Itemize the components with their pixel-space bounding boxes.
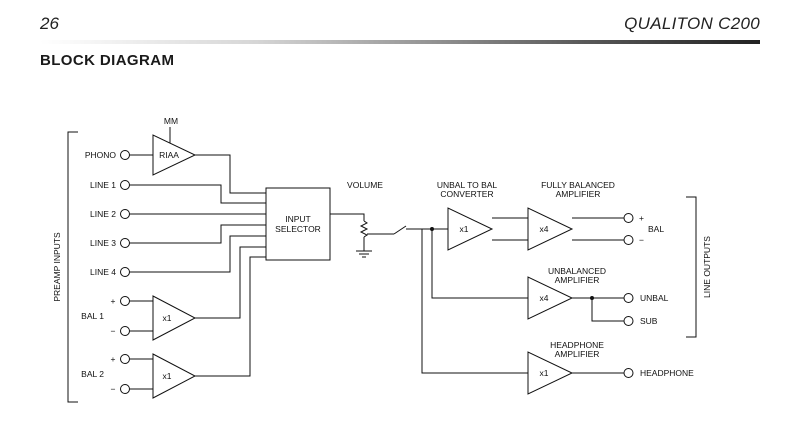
- bal-minus-out-jack: [623, 235, 634, 245]
- unbalanced-title-1: UNBALANCED: [548, 266, 606, 276]
- fully-balanced-title-2: AMPLIFIER: [556, 189, 601, 199]
- headphone-out-label: HEADPHONE: [640, 368, 694, 378]
- unbal-to-bal-title-2: CONVERTER: [440, 189, 493, 199]
- unbalanced-gain-label: x4: [540, 293, 549, 303]
- bal2-amp-label: x1: [163, 371, 172, 381]
- sub-out-jack: [623, 316, 634, 326]
- unbal-to-bal-converter: [447, 207, 494, 251]
- bal2-minus-label: −: [111, 384, 116, 394]
- bal2-label: BAL 2: [81, 369, 104, 379]
- line2-jack: [120, 209, 130, 219]
- fully-balanced-gain-label: x4: [540, 224, 549, 234]
- fully-balanced-amplifier: [527, 207, 574, 251]
- bal-plus-out-jack: [623, 213, 634, 223]
- mm-label: MM: [164, 116, 178, 126]
- bal-out-minus-label: −: [639, 235, 644, 245]
- phono-label: PHONO: [85, 150, 117, 160]
- bal2-plus-label: +: [111, 354, 116, 364]
- fully-balanced-title-1: FULLY BALANCED: [541, 180, 615, 190]
- headphone-out-jack: [623, 368, 634, 378]
- line-outputs-bracket: [686, 196, 697, 338]
- line3-label: LINE 3: [90, 238, 116, 248]
- bal-out-label: BAL: [648, 224, 664, 234]
- bal1-amplifier: [152, 295, 197, 341]
- line4-label: LINE 4: [90, 267, 116, 277]
- unbalanced-amplifier: [527, 276, 574, 320]
- volume-potentiometer: [359, 220, 369, 238]
- section-title: BLOCK DIAGRAM: [40, 52, 175, 69]
- bal2-amplifier: [152, 353, 197, 399]
- headphone-amplifier: [527, 351, 574, 395]
- preamp-inputs-bracket: [67, 131, 78, 403]
- line1-jack: [120, 180, 130, 190]
- unbalanced-title-2: AMPLIFIER: [555, 275, 600, 285]
- line-outputs-label: LINE OUTPUTS: [702, 236, 712, 298]
- riaa-label: RIAA: [159, 150, 179, 160]
- bal1-plus-label: +: [111, 296, 116, 306]
- header-rule: [40, 40, 760, 44]
- bal1-plus-jack: [120, 296, 130, 306]
- bal-out-plus-label: +: [639, 213, 644, 223]
- line2-label: LINE 2: [90, 209, 116, 219]
- headphone-title-1: HEADPHONE: [550, 340, 604, 350]
- headphone-title-2: AMPLIFIER: [555, 349, 600, 359]
- bal1-label: BAL 1: [81, 311, 104, 321]
- phono-jack: [120, 150, 130, 160]
- bal2-minus-jack: [120, 384, 130, 394]
- unbal-to-bal-title-1: UNBAL TO BAL: [437, 180, 498, 190]
- headphone-gain-label: x1: [540, 368, 549, 378]
- line4-jack: [120, 267, 130, 277]
- bal1-minus-jack: [120, 326, 130, 336]
- bal1-minus-label: −: [111, 326, 116, 336]
- selector-label-2: SELECTOR: [275, 224, 321, 234]
- preamp-inputs-label: PREAMP INPUTS: [52, 232, 62, 302]
- page-number: 26: [40, 14, 59, 33]
- product-name: QUALITON C200: [624, 14, 760, 33]
- volume-label: VOLUME: [347, 180, 383, 190]
- sub-out-label: SUB: [640, 316, 658, 326]
- bal2-plus-jack: [120, 354, 130, 364]
- unbal-out-label: UNBAL: [640, 293, 669, 303]
- bal1-amp-label: x1: [163, 313, 172, 323]
- unbal-out-jack: [623, 293, 634, 303]
- line1-label: LINE 1: [90, 180, 116, 190]
- line3-jack: [120, 238, 130, 248]
- input-selector-block: [265, 187, 331, 261]
- selector-label-1: INPUT: [285, 214, 311, 224]
- converter-gain-label: x1: [460, 224, 469, 234]
